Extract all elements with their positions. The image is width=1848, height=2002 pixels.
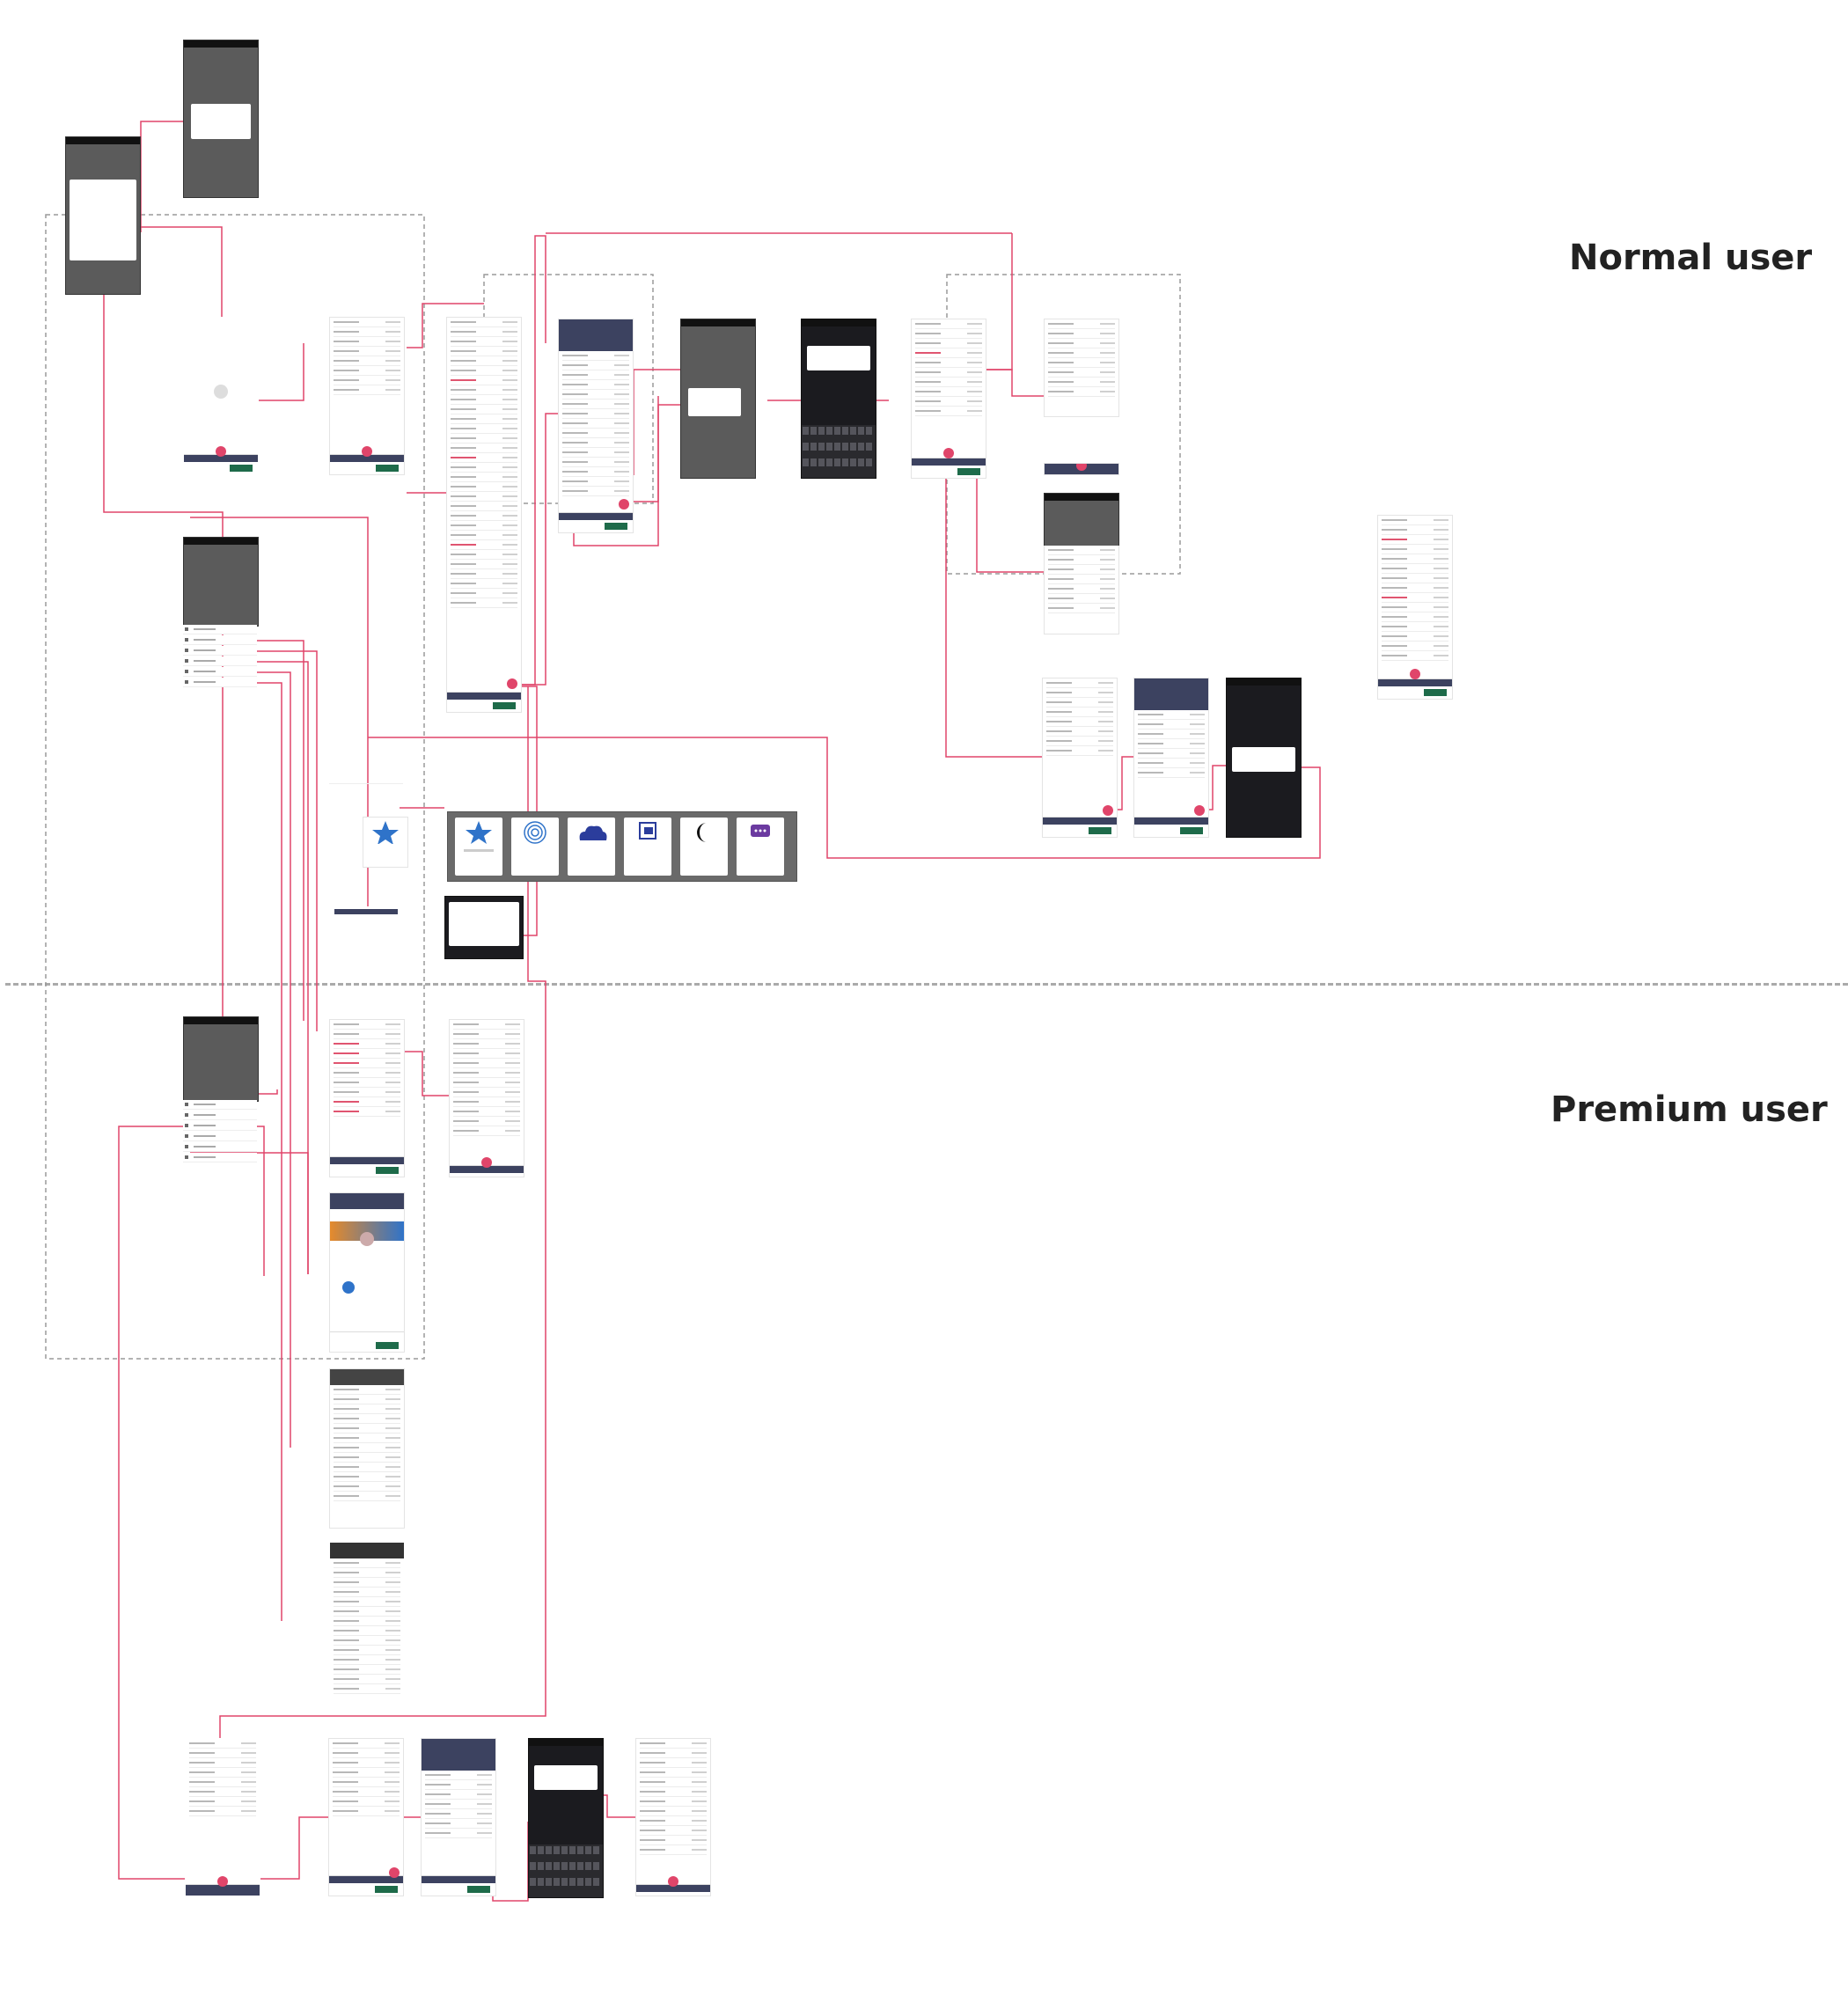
screen-rename-premium: [528, 1738, 604, 1898]
sidebar-item[interactable]: [183, 646, 257, 656]
screen-delete-list: [1044, 546, 1119, 634]
sidebar-item[interactable]: [183, 1100, 257, 1110]
widget-icon: [639, 822, 656, 840]
screen-unlock-header: [329, 766, 403, 784]
flow-line: [407, 303, 484, 348]
tile-widget[interactable]: [624, 818, 671, 876]
flow-line: [977, 369, 1044, 397]
screen-login-dialog-top: [183, 40, 259, 198]
screen-edit-premium: [328, 1738, 404, 1896]
star-icon: [466, 821, 492, 844]
sidebar-item[interactable]: [183, 1121, 257, 1131]
section-divider: [5, 983, 1848, 986]
empty-illustration: [214, 385, 228, 399]
bottom-bar-fragment: [1044, 463, 1119, 475]
about-banner: [330, 1221, 404, 1241]
sidebar-menu: [183, 625, 257, 688]
sidebar-item[interactable]: [183, 656, 257, 666]
screen-empty-state: [183, 317, 259, 475]
screen-details: [558, 319, 634, 533]
sidebar-item[interactable]: [183, 625, 257, 634]
screen-about: [329, 1192, 405, 1353]
moon-icon: [697, 823, 707, 842]
tile-dark-mode[interactable]: [680, 818, 728, 876]
tile-cloud[interactable]: [568, 818, 615, 876]
flow-line: [368, 737, 1321, 859]
calculator-logo-icon: [342, 1281, 355, 1294]
screen-delete-overlay: [1044, 493, 1119, 547]
sidebar-item[interactable]: [183, 1111, 257, 1120]
banner-fragment: [334, 909, 398, 914]
sidebar-item[interactable]: [183, 667, 257, 677]
flow-line: [403, 1051, 451, 1096]
flow-line: [255, 1816, 328, 1880]
chat-icon: [751, 825, 770, 837]
sidebar-menu-premium: [183, 1100, 257, 1163]
flow-line: [140, 121, 183, 232]
screen-details-premium: [421, 1738, 496, 1896]
flow-line: [136, 226, 223, 322]
dashed-group-outline: [45, 214, 425, 1360]
flow-line: [103, 233, 224, 539]
screen-purchase-sheet: [444, 896, 524, 959]
screen-saved-salaries-full: [1377, 515, 1453, 700]
flow-line: [512, 413, 559, 686]
screen-details-second: [1133, 678, 1209, 838]
premium-features-strip: [447, 811, 797, 882]
sidebar-item[interactable]: [183, 1153, 257, 1162]
flow-line: [118, 1126, 190, 1880]
screen-login-dialog: [65, 136, 141, 295]
screen-saved-salaries-premium: [449, 1019, 524, 1177]
flow-line: [633, 369, 680, 475]
premium-feature-card[interactable]: [363, 817, 408, 868]
screen-rename-keyboard: [801, 319, 876, 479]
flow-line: [190, 640, 304, 1021]
star-icon: [372, 821, 399, 845]
flow-line: [190, 650, 318, 1031]
screen-saved-salaries-premium-2: [185, 1738, 260, 1896]
tile-star[interactable]: [455, 818, 502, 876]
flow-line: [219, 686, 546, 1742]
screen-settings: [329, 1019, 405, 1177]
flow-line: [573, 396, 659, 546]
avatar-icon: [360, 1232, 374, 1246]
screen-confirm-dialog: [1226, 678, 1302, 838]
screen-feedback-form: [329, 1368, 405, 1529]
flow-line: [407, 492, 448, 516]
screen-edit-salary: [329, 317, 405, 475]
screen-saved-salaries: [911, 319, 986, 479]
section-title-premium-user: Premium user: [1551, 1089, 1828, 1130]
sidebar-item[interactable]: [183, 635, 257, 645]
screen-edit-second: [1042, 678, 1118, 838]
screen-saved-salaries-premium-3: [635, 1738, 711, 1896]
screen-drawer-overlay: [183, 537, 259, 627]
section-title-normal-user: Normal user: [1569, 238, 1813, 278]
flow-line: [976, 453, 1044, 573]
screen-privacy-policy: [329, 1542, 405, 1700]
cloud-icon: [579, 825, 607, 840]
screen-edit-salary-long: [446, 317, 522, 713]
fingerprint-icon: [524, 821, 546, 844]
sidebar-item[interactable]: [183, 678, 257, 687]
tile-fingerprint[interactable]: [511, 818, 559, 876]
tile-chat[interactable]: [737, 818, 784, 876]
sidebar-item[interactable]: [183, 1142, 257, 1152]
sidebar-item[interactable]: [183, 1132, 257, 1141]
flow-line: [190, 517, 369, 906]
screen-details-popup: [680, 319, 756, 479]
screen-saved-salaries-sheet: [1044, 319, 1119, 417]
flow-line: [945, 453, 1042, 758]
screen-premium-drawer: [183, 1016, 259, 1102]
